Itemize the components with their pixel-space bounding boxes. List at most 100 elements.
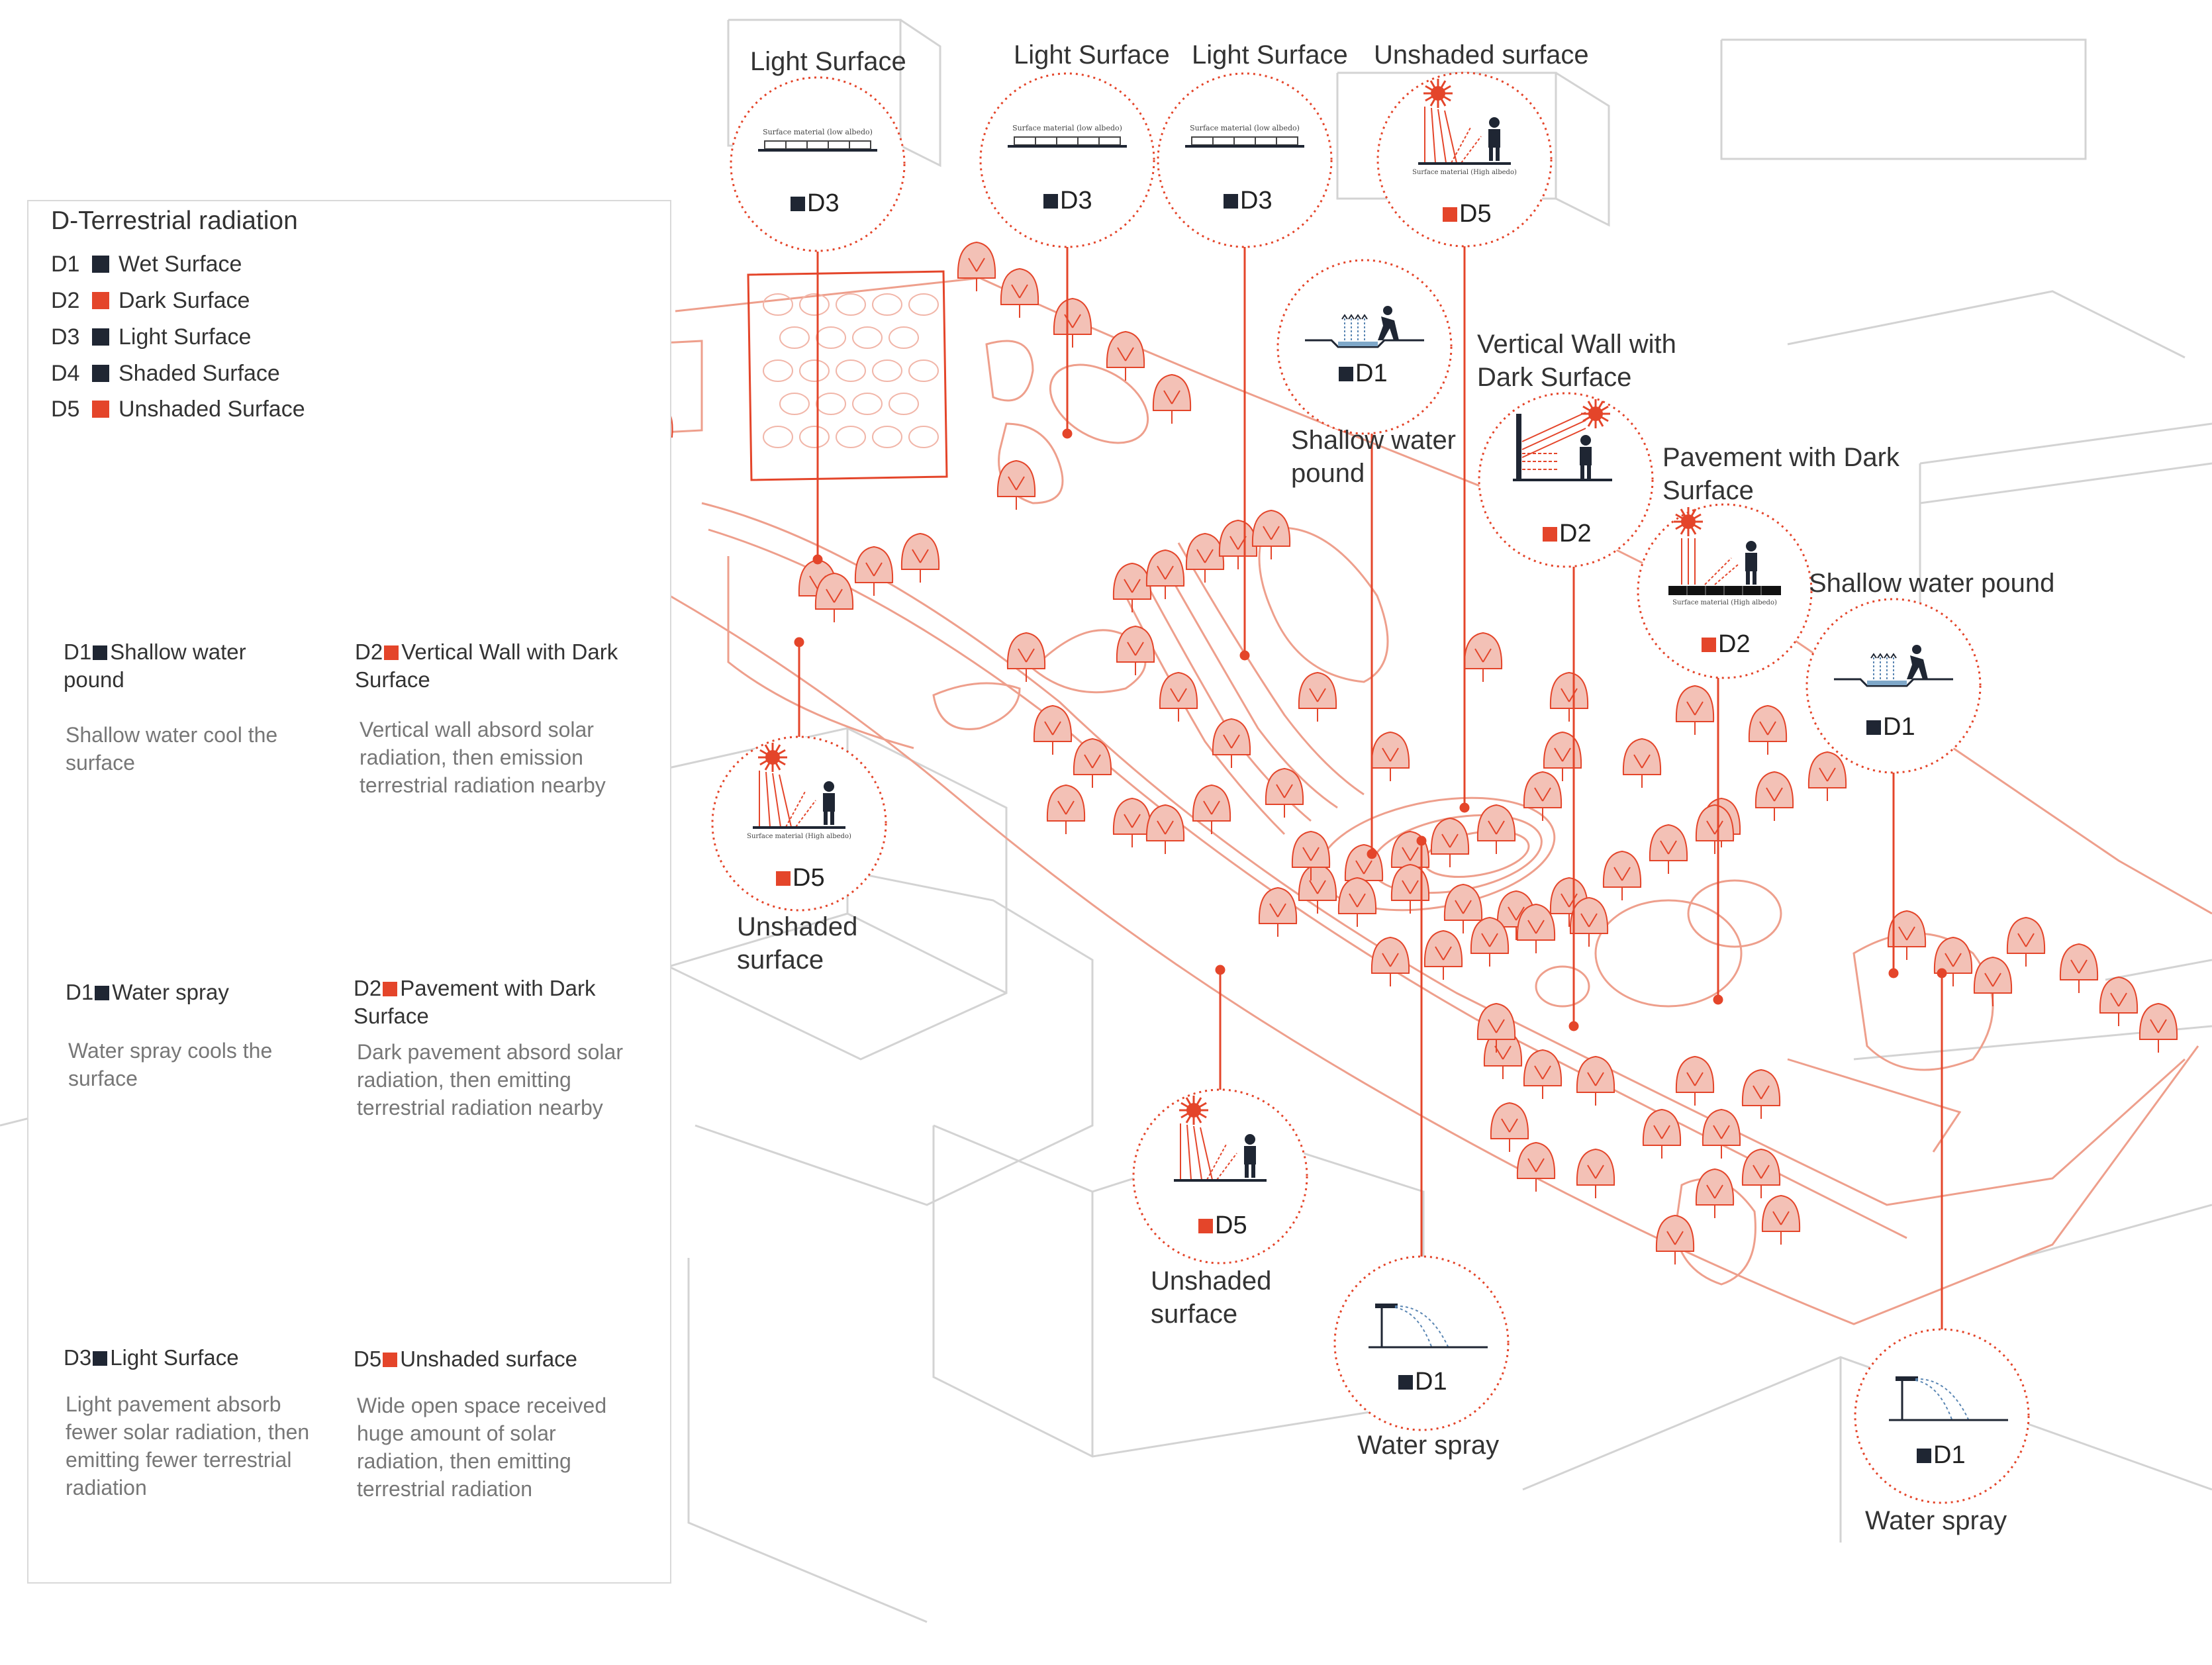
key-swatch [92,256,109,273]
callout-circle [1854,1328,2030,1504]
tree-icon [1569,896,1609,947]
entry-swatch [384,645,399,660]
tree-icon [1337,877,1377,927]
callout-code: D3 [1043,187,1092,215]
legend-key-d5: D5 Unshaded Surface [51,393,305,426]
tree-icon [1655,1214,1695,1264]
tree-icon [814,572,854,622]
key-swatch [92,401,109,418]
svg-text:Surface material (High albedo): Surface material (High albedo) [747,833,851,840]
tree-icon [1185,532,1225,583]
tree-icon [1046,784,1086,834]
tree-icon [1116,625,1155,675]
callout-code: D5 [1198,1212,1247,1240]
tree-icon [854,546,894,596]
tree-icon [957,241,996,291]
entry-swatch [93,1351,108,1366]
entry-unshaded-desc: Wide open space received huge amount of … [357,1394,607,1501]
tree-icon [1298,863,1337,914]
light-surface-icon: Surface material (low albedo) [1185,124,1304,148]
entry-title-text: Light Surface [110,1345,239,1370]
sun-icon: Surface material (High albedo) [747,743,851,840]
tree-icon [1258,886,1298,937]
key-code: D1 [51,251,80,277]
entry-water-pound-desc: Shallow water cool the surface [66,723,278,775]
tree-icon [2139,1002,2178,1053]
callout-light-surface-1-title: Light Surface [750,47,906,76]
callout-code: D1 [1398,1368,1447,1396]
callout-unshaded-left-title: Unshaded surface [737,912,858,975]
key-label: Dark Surface [119,287,250,313]
callout-water-pound-1-title: Shallow water pound [1291,426,1457,488]
tree-icon [1543,731,1582,781]
tree-icon [1516,1141,1556,1192]
tree-icon [1192,784,1231,834]
tree-icon [1152,373,1192,424]
tree-icon [1218,519,1258,569]
entry-title-text: Pavement with Dark Surface [354,976,596,1028]
key-swatch [92,328,109,346]
tree-icon [1370,731,1410,781]
key-label: Wet Surface [119,251,242,277]
callout-unshaded-bottom-title: Unshaded surface [1151,1266,1272,1329]
callout-code: D1 [1917,1441,1966,1470]
tree-icon [1053,297,1092,348]
tree-icon [1549,671,1589,722]
tree-icon [1145,549,1185,599]
legend-key-d3: D3 Light Surface [51,320,251,354]
tree-icon [1106,330,1145,381]
entry-water-spray-desc: Water spray cools the surface [68,1039,273,1090]
tree-icon [1649,824,1688,874]
tree-icon [1159,671,1198,722]
callout-code: D5 [1443,200,1492,228]
callout-water-spray-2-title: Water spray [1865,1506,2007,1535]
key-label: Shaded Surface [119,360,280,386]
entry-swatch [383,1353,398,1367]
tree-icon [1695,804,1735,854]
key-code: D5 [51,396,80,422]
callout-water-spray-1-title: Water spray [1357,1431,1500,1460]
leader-dot [1239,650,1250,661]
light-surface-icon: Surface material (low albedo) [1008,124,1127,148]
tree-icon [1755,771,1794,821]
leader-dot [1215,965,1226,975]
entry-light-surface-desc: Light pavement absorb fewer solar radiat… [66,1392,310,1499]
tree-icon [1761,1194,1801,1245]
tree-icon [2059,943,2099,993]
tree-icon [1933,936,1973,986]
key-code: D4 [51,360,80,386]
tree-icon [1112,562,1152,612]
tree-icon [1298,671,1337,722]
tree-icon [1476,804,1516,854]
leader-lines [794,246,1947,1329]
tree-icon [1390,863,1430,914]
tree-icon [900,532,940,583]
entry-light-surface-title: D3 Light Surface [64,1344,328,1372]
leader-dot [1568,1021,1579,1031]
tree-icon [1145,804,1185,854]
tree-icon [1516,903,1556,953]
entry-title-text: Vertical Wall with Dark Surface [355,640,618,692]
callout-circle [730,76,906,252]
tree-icon [1807,751,1847,801]
tree-icon [1463,632,1503,682]
callout-code: D3 [791,189,840,218]
tree-icon [1443,883,1483,933]
water-pound-icon [1834,645,1953,687]
leader-dot [1062,428,1073,439]
callout-light-surface-3-title: Light Surface [1192,40,1348,70]
tree-icon [1370,936,1410,986]
tree-icon [1642,1108,1682,1159]
entry-code: D1 [66,980,94,1004]
callout-code: D3 [1224,187,1273,215]
entry-swatch [93,645,108,660]
callout-icons: Surface material (low albedo) Surface mat… [747,79,2008,1421]
leader-dot [1888,968,1899,978]
tree-icon [1741,1148,1781,1198]
svg-text:Surface material (low albedo): Surface material (low albedo) [1190,124,1300,132]
entry-code: D3 [64,1345,92,1370]
